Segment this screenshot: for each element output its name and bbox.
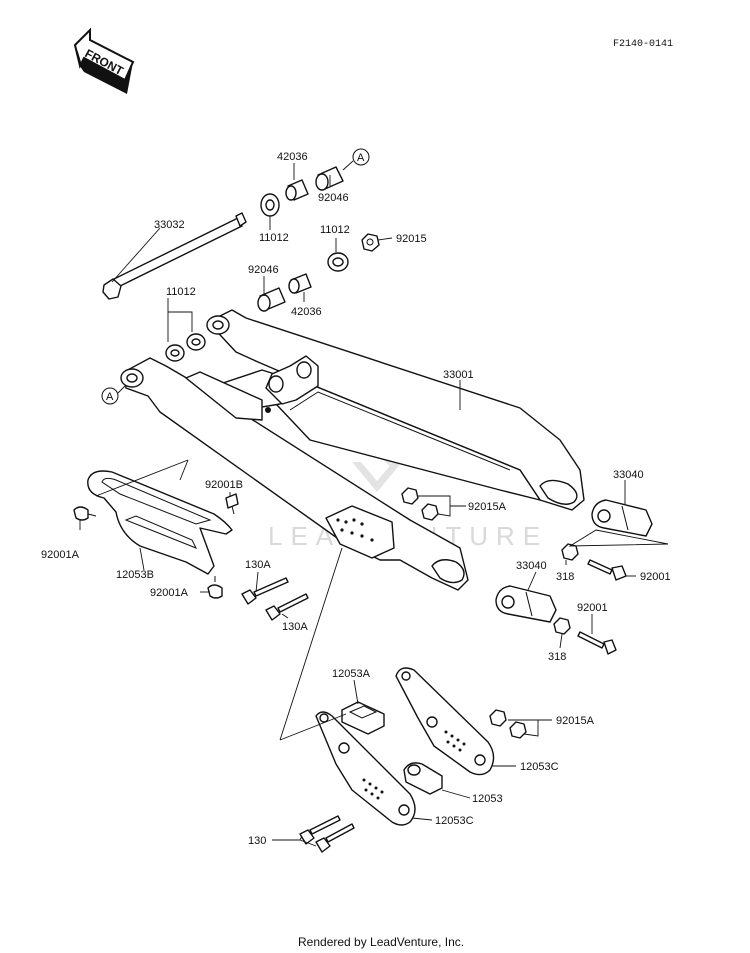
block-12053A — [341, 701, 385, 735]
callout-a-top-text: A — [357, 152, 365, 164]
bolt-130A-lower — [265, 593, 309, 621]
label-33040-a: 33040 — [613, 469, 644, 481]
seal-11012-mid — [327, 252, 349, 272]
label-130: 130 — [248, 835, 266, 847]
seal-11012-top — [260, 193, 280, 217]
screw-92001A-bottom — [207, 576, 223, 599]
label-92015A-b: 92015A — [556, 715, 595, 727]
plate-12053C-right-holes — [444, 730, 466, 752]
label-11012-b: 11012 — [320, 224, 350, 236]
nuts-92015A-upper — [401, 487, 439, 521]
nut-318-lower — [553, 617, 571, 635]
bolt-92001-lower — [577, 631, 617, 655]
label-11012-c: 11012 — [166, 286, 196, 298]
label-92001A-a: 92001A — [41, 549, 80, 561]
bolts-130 — [299, 815, 355, 853]
label-130A-a: 130A — [245, 559, 271, 571]
bolt-92001-upper — [587, 559, 627, 581]
part-labels: 42036 92046 33032 11012 11012 92015 9204… — [41, 151, 671, 847]
block-12053 — [403, 762, 443, 795]
label-33001: 33001 — [443, 369, 474, 381]
label-92015: 92015 — [396, 233, 427, 245]
label-92001-a: 92001 — [640, 571, 671, 583]
nut-92015 — [361, 233, 380, 252]
seal-11012-left-pair — [165, 333, 206, 362]
bearing-92046-mid — [257, 287, 286, 312]
chain-adjuster-33040-right — [591, 499, 653, 537]
label-33040-b: 33040 — [516, 560, 547, 572]
diagram-code: F2140-0141 — [613, 39, 673, 50]
callout-a-left: A — [101, 384, 127, 405]
plate-12053C-left-holes — [362, 778, 384, 800]
label-130A-b: 130A — [282, 621, 308, 633]
chain-guide-holes — [336, 518, 374, 542]
label-12053C-b: 12053C — [435, 815, 474, 827]
leader-lines — [79, 163, 669, 847]
label-12053A: 12053A — [332, 668, 371, 680]
label-12053: 12053 — [472, 793, 503, 805]
callout-a-top: A — [342, 148, 370, 171]
pivot-shaft-33032 — [102, 212, 247, 300]
label-42036-mid: 42036 — [291, 306, 322, 318]
label-92015A-a: 92015A — [468, 501, 507, 513]
label-318-b: 318 — [548, 651, 566, 663]
footer-credit: Rendered by LeadVenture, Inc. — [298, 935, 464, 949]
collar-42036-top — [285, 179, 309, 201]
label-92046-top: 92046 — [318, 192, 349, 204]
label-92001A-b: 92001A — [150, 587, 189, 599]
nut-318-upper — [561, 543, 579, 561]
chain-guard-12053B — [87, 470, 233, 575]
callout-a-left-text: A — [106, 391, 114, 403]
chain-adjuster-33040-left — [495, 585, 557, 623]
label-318-a: 318 — [556, 571, 574, 583]
screw-92001A-left — [73, 506, 97, 521]
screw-92001B — [225, 493, 239, 515]
label-42036-top: 42036 — [277, 151, 308, 163]
swing-arm-33001 — [120, 309, 585, 591]
label-92046-mid: 92046 — [248, 264, 279, 276]
bolt-130A-upper — [241, 577, 289, 605]
collar-42036-mid — [288, 273, 312, 294]
nuts-92015A-lower — [489, 709, 527, 739]
front-arrow: FRONT — [73, 27, 135, 94]
label-11012-a: 11012 — [259, 232, 289, 244]
bearing-92046-top — [315, 166, 344, 191]
label-92001-b: 92001 — [577, 602, 608, 614]
label-92001B: 92001B — [205, 479, 243, 491]
plate-12053C-left — [315, 711, 416, 826]
plate-12053C-right — [395, 667, 495, 776]
label-12053C-a: 12053C — [520, 761, 559, 773]
label-12053B: 12053B — [116, 569, 154, 581]
label-33032: 33032 — [154, 219, 185, 231]
